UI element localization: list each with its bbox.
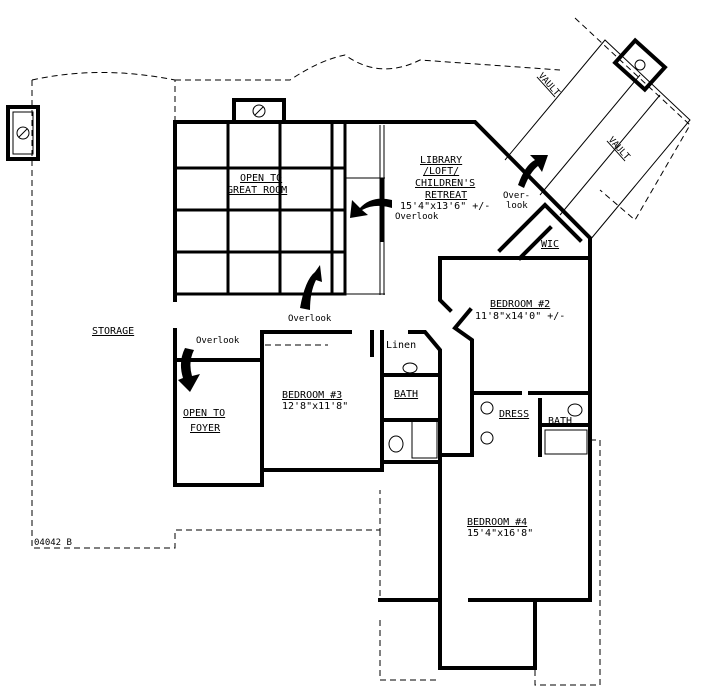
fireplace-chimney-icon [232, 98, 286, 124]
fireplace-chimney-icon [6, 105, 40, 161]
overlook-label: look [506, 201, 528, 211]
vault-label: VAULT [536, 71, 562, 98]
room-label-bath: BATH [394, 389, 418, 400]
overlook-label: Overlook [196, 336, 240, 346]
overlook-label: Overlook [395, 212, 439, 222]
room-label-dress: DRESS [499, 409, 529, 420]
room-label-library: RETREAT [425, 190, 467, 201]
overlook-label: Overlook [288, 314, 332, 324]
room-label-bedroom-2: BEDROOM #2 [490, 299, 550, 310]
room-label-library: CHILDREN'S [415, 178, 475, 189]
room-size-bedroom-2: 11'8"x14'0" +/- [475, 311, 565, 322]
room-label-linen: Linen [386, 340, 416, 351]
room-label-open-to-foyer: FOYER [190, 423, 221, 434]
open-to-great-room-grid [173, 120, 347, 296]
room-label-bedroom-4: BEDROOM #4 [467, 517, 527, 528]
storage-outline [31, 54, 601, 686]
room-label-bedroom-3: BEDROOM #3 [282, 390, 342, 401]
room-size-library: 15'4"x13'6" +/- [400, 201, 490, 212]
vault-outline [504, 17, 691, 241]
bath-fixtures [265, 344, 588, 459]
room-label-open-great-room: OPEN TO [240, 173, 282, 184]
overlook-label: Over- [503, 191, 530, 201]
overlook-arrow-icon [178, 155, 548, 392]
room-label-wic: WIC [541, 239, 559, 250]
room-label-storage: STORAGE [92, 326, 134, 337]
room-label-library: /LOFT/ [423, 166, 459, 177]
walls [173, 120, 592, 670]
plan-code: 04042 B [34, 538, 72, 548]
room-label-library: LIBRARY [420, 155, 462, 166]
room-size-bedroom-3: 12'8"x11'8" [282, 401, 348, 412]
room-label-bath-2: BATH [548, 416, 572, 427]
room-size-bedroom-4: 15'4"x16'8" [467, 528, 533, 539]
vault-label: VAULT [606, 135, 632, 162]
room-label-open-great-room: GREAT ROOM [227, 185, 287, 196]
room-label-open-to-foyer: OPEN TO [183, 408, 225, 419]
